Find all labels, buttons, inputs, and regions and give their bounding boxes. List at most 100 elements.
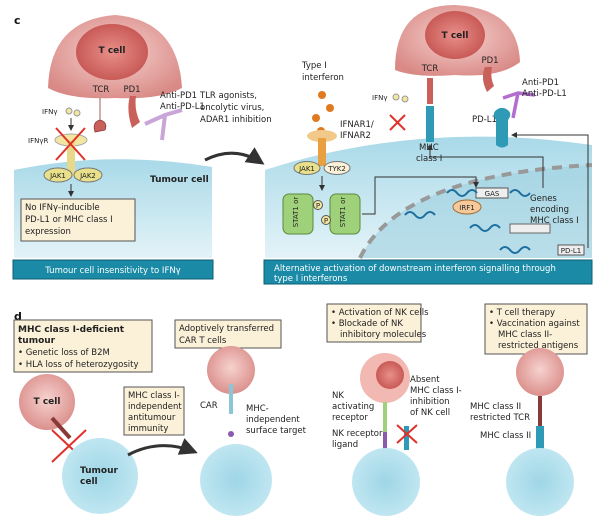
arrow xyxy=(362,176,479,215)
ifngr-stem xyxy=(67,140,75,176)
ifng-molecule xyxy=(65,107,73,115)
type1-ifn-label: interferon xyxy=(302,73,344,83)
t-cell-d-label: T cell xyxy=(34,397,61,407)
ifnar-label: IFNAR2 xyxy=(340,131,371,141)
ifn-molecule xyxy=(326,104,334,112)
antibody-left xyxy=(144,108,183,141)
inhibition-x-icon xyxy=(396,424,418,444)
panel-d-label: d xyxy=(14,310,22,323)
banner-right-text: type I interferons xyxy=(274,274,348,284)
absent-label: Absent xyxy=(410,375,440,385)
t-cell-nucleus-right xyxy=(425,11,485,59)
panel-c-label: c xyxy=(14,14,21,27)
ifng-right-label: IFNγ xyxy=(372,94,387,102)
mhc-label: MHC xyxy=(419,143,439,153)
pd1-left xyxy=(128,96,140,128)
note-line: PD-L1 or MHC class I xyxy=(25,215,113,225)
stat-label: STAT1 or xyxy=(292,197,300,228)
jak1-right-label: JAK1 xyxy=(298,165,315,173)
t-cell-right-label: T cell xyxy=(442,31,469,41)
box-line: independent xyxy=(128,402,182,412)
arrow xyxy=(427,144,544,188)
box-line: MHC class I- xyxy=(128,391,180,401)
box-title: MHC class I-deficient xyxy=(18,325,125,335)
irf1-label: IRF1 xyxy=(459,204,474,212)
mhc2-label: MHC class II xyxy=(480,431,531,441)
tumour-cell-nk xyxy=(352,448,420,516)
phospho-label: P xyxy=(324,217,328,225)
tcr-right-label: TCR xyxy=(421,64,439,74)
tyk2 xyxy=(323,161,351,175)
t-cell-nucleus-left xyxy=(76,24,148,80)
jak2-left-label: JAK2 xyxy=(79,172,96,180)
phospho-icon xyxy=(321,215,331,225)
tcr-left-label: TCR xyxy=(92,85,110,95)
box-line: immunity xyxy=(128,424,168,434)
car-t-cell xyxy=(207,346,255,394)
tumour-cell-d xyxy=(62,438,138,514)
dna-icon xyxy=(446,189,531,197)
bullet: inhibitory molecules xyxy=(340,330,427,340)
box-line: CAR T cells xyxy=(179,336,227,346)
transition-arrow xyxy=(204,147,265,165)
banner-right xyxy=(263,259,593,285)
car-label: CAR xyxy=(200,401,218,411)
nk-activating-receptor xyxy=(383,402,387,432)
ifng-molecule xyxy=(73,109,81,117)
box-line: antitumour xyxy=(128,413,176,423)
ifn-molecule xyxy=(318,91,326,99)
bullet: • Activation of NK cells xyxy=(331,308,429,318)
t-cell-d xyxy=(19,374,75,430)
nk-ligand xyxy=(383,432,387,452)
pdl1-gene xyxy=(557,244,585,256)
jak1-right xyxy=(293,161,321,175)
bullet: MHC class II- xyxy=(498,330,552,340)
bullet: • T cell therapy xyxy=(489,308,555,318)
absent-label: MHC class I- xyxy=(410,386,462,396)
ifngr-label: IFNγR xyxy=(28,137,48,145)
mhc-gene xyxy=(509,223,551,234)
pd1-right xyxy=(482,67,494,92)
box-nk xyxy=(326,303,422,343)
nk-label: activating xyxy=(332,402,374,412)
phospho-label: P xyxy=(316,202,320,210)
nk-label: receptor xyxy=(332,413,368,423)
phospho-icon xyxy=(313,200,323,210)
dna-icon xyxy=(404,211,436,219)
bullet: restricted antigens xyxy=(498,341,579,351)
banner-left xyxy=(12,259,214,280)
ifng-molecule xyxy=(401,95,409,103)
tyk2-label: TYK2 xyxy=(327,165,346,173)
mhc-class-ii xyxy=(536,426,544,452)
genes-label: Genes xyxy=(530,194,557,204)
arrow-text: TLR agonists, xyxy=(199,91,257,101)
arrow-text: oncolytic virus, xyxy=(200,103,264,113)
jak2-left xyxy=(73,167,103,183)
ifnar-stem xyxy=(318,138,326,166)
tumour-label: cell xyxy=(80,477,98,487)
mhc-class-i-d xyxy=(404,426,409,450)
arrow-text: ADAR1 inhibition xyxy=(200,115,272,125)
genes-label: encoding xyxy=(530,205,569,215)
pdl1-label: PD-L1 xyxy=(472,115,497,125)
irf1 xyxy=(452,199,482,215)
antibody-right-label-1: Anti-PD1 xyxy=(522,78,559,88)
mhc-class-i xyxy=(426,106,434,142)
box-mhc-deficient xyxy=(13,319,153,373)
inhibition-x-icon xyxy=(389,114,406,131)
pdl1-gene-label: PD-L1 xyxy=(561,247,582,255)
target-label: independent xyxy=(246,415,300,425)
mhc2-tcr xyxy=(538,396,542,426)
pd1-left-label: PD1 xyxy=(123,85,140,95)
absent-label: of NK cell xyxy=(410,408,450,418)
bullet: • Genetic loss of B2M xyxy=(18,348,110,358)
box-car xyxy=(174,319,282,349)
nk-label: ligand xyxy=(332,440,358,450)
stat-label: STAT1 or xyxy=(339,197,347,228)
antibody-right-label-2: Anti-PD-L1 xyxy=(522,89,567,99)
ifn-molecule xyxy=(312,114,320,122)
mhc2-label: MHC class II xyxy=(470,402,521,412)
tcr-right xyxy=(427,78,433,104)
dna-icon xyxy=(499,246,531,254)
